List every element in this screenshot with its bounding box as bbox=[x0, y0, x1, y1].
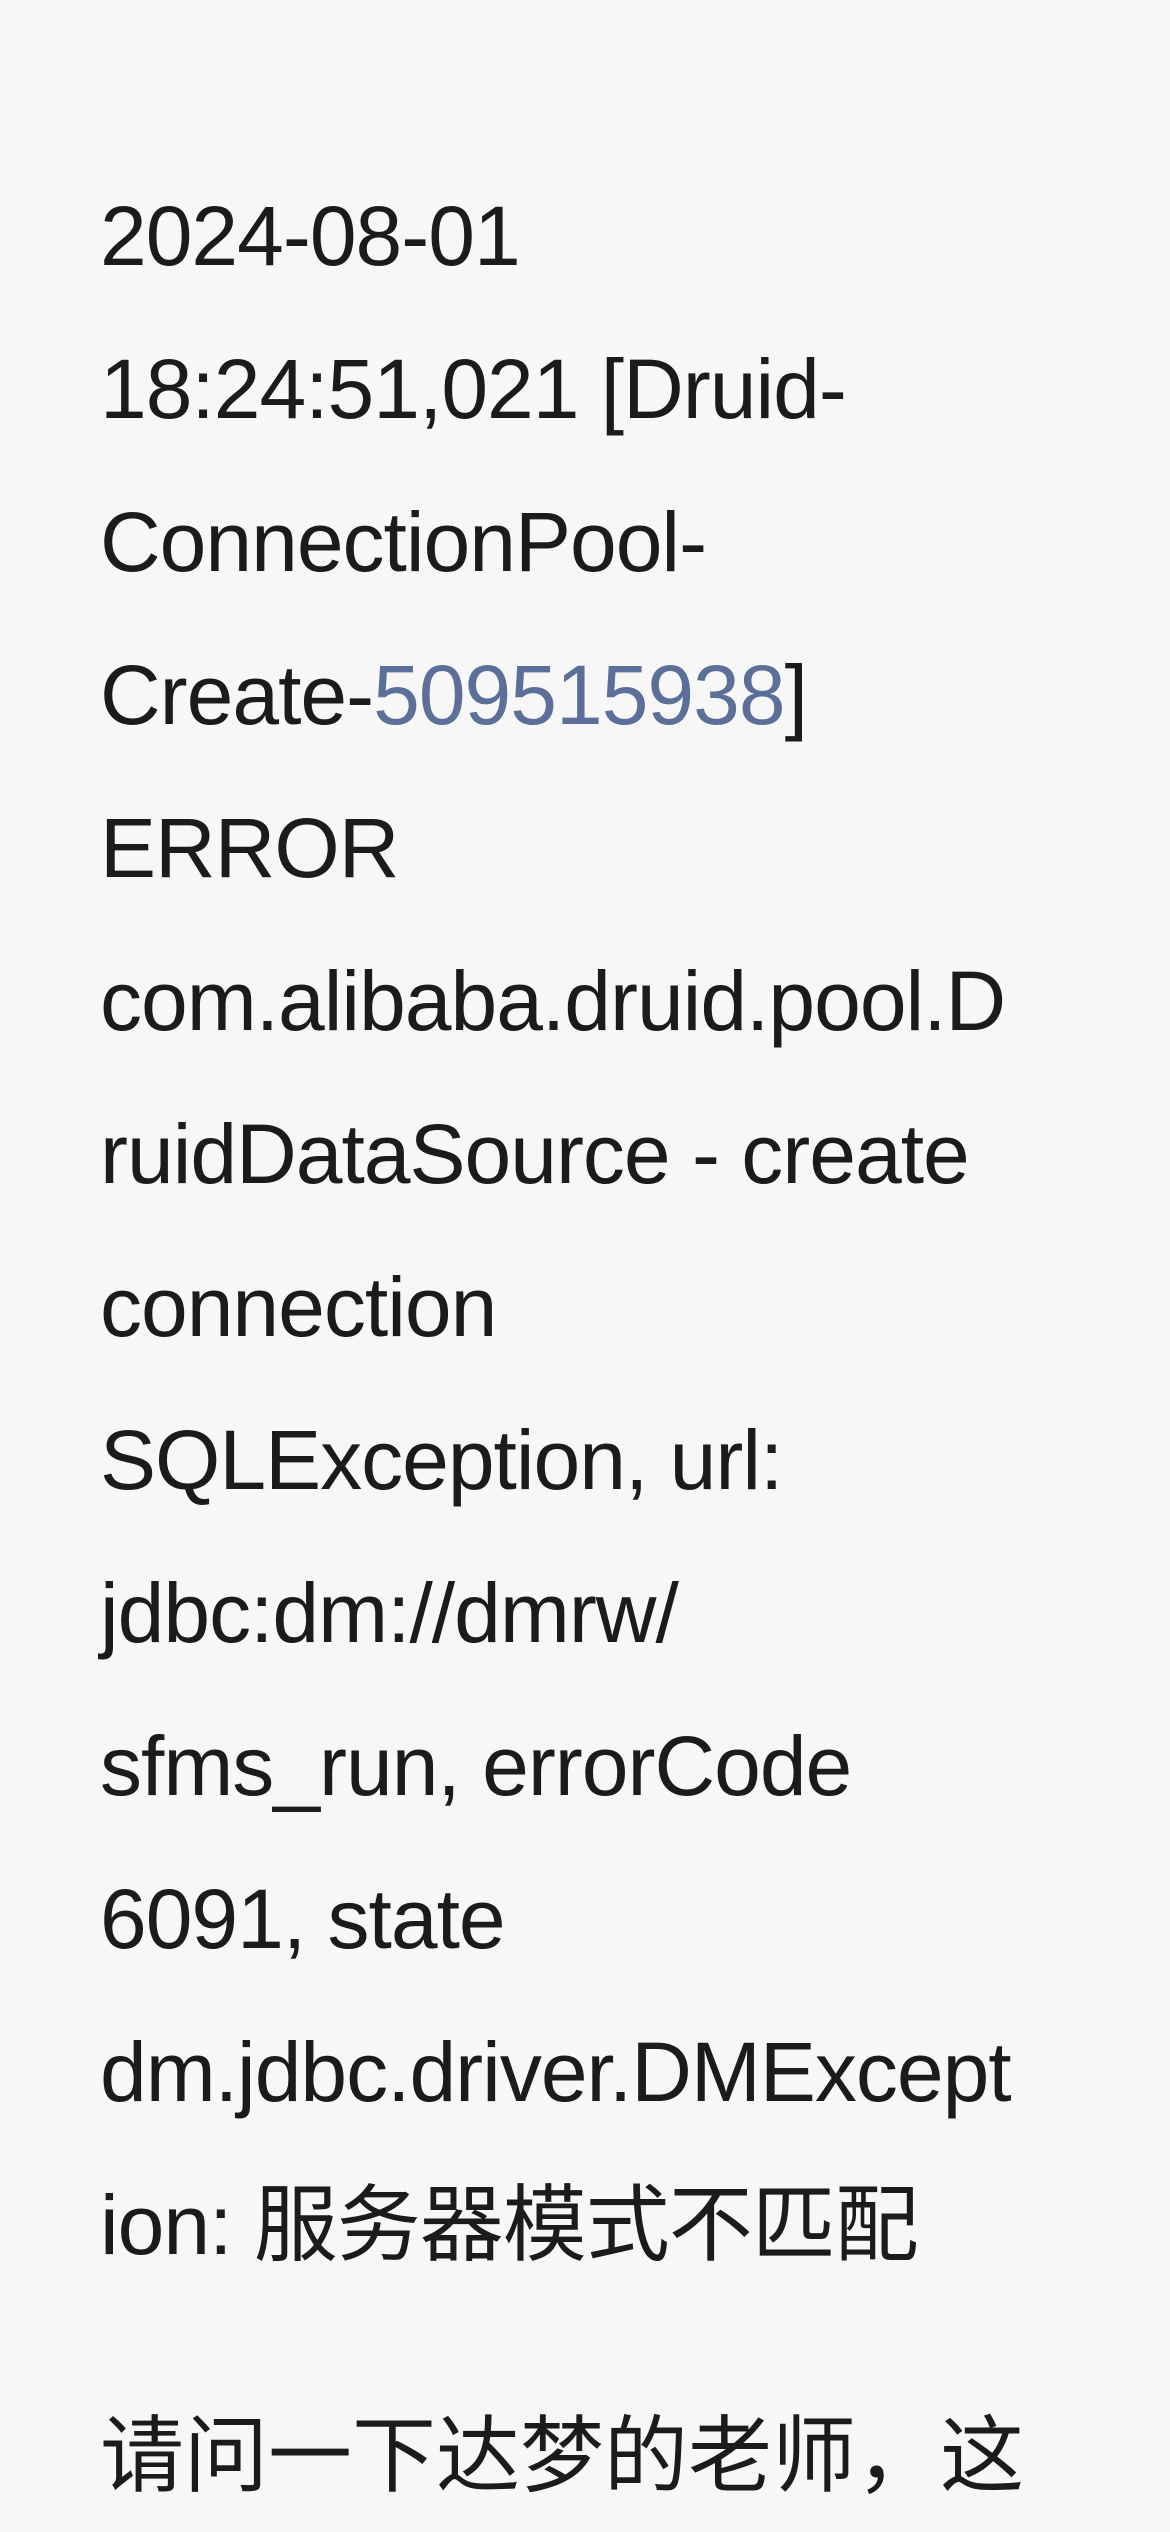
phone-number-link[interactable]: 509515938 bbox=[373, 648, 785, 742]
log-line: com.alibaba.druid.pool.D bbox=[100, 954, 1006, 1048]
question-text: 请问一下达梦的老师，这 bbox=[100, 2409, 1025, 2503]
log-line: ruidDataSource - create bbox=[100, 1107, 970, 1201]
log-line: dm.jdbc.driver.DMExcept bbox=[100, 2025, 1012, 2119]
post-body: 2024-08-01 18:24:51,021 [Druid- Connecti… bbox=[100, 160, 1080, 2532]
log-text: Create- bbox=[100, 648, 374, 742]
log-line: 18:24:51,021 [Druid- bbox=[100, 342, 847, 436]
log-line: ion: 服务器模式不匹配 bbox=[100, 2178, 919, 2272]
log-line: 6091, state bbox=[100, 1872, 506, 1966]
error-log-text: 2024-08-01 18:24:51,021 [Druid- Connecti… bbox=[100, 160, 1080, 2302]
log-line: ConnectionPool- bbox=[100, 495, 707, 589]
log-line: sfms_run, errorCode bbox=[100, 1719, 852, 1813]
log-line: SQLException, url: bbox=[100, 1413, 783, 1507]
log-line: ERROR bbox=[100, 801, 399, 895]
log-line: connection bbox=[100, 1260, 497, 1354]
log-line: 2024-08-01 bbox=[100, 189, 521, 283]
log-line: jdbc:dm://dmrw/ bbox=[100, 1566, 679, 1660]
log-line: Create-509515938] bbox=[100, 619, 1080, 772]
log-text: ] bbox=[784, 648, 808, 742]
